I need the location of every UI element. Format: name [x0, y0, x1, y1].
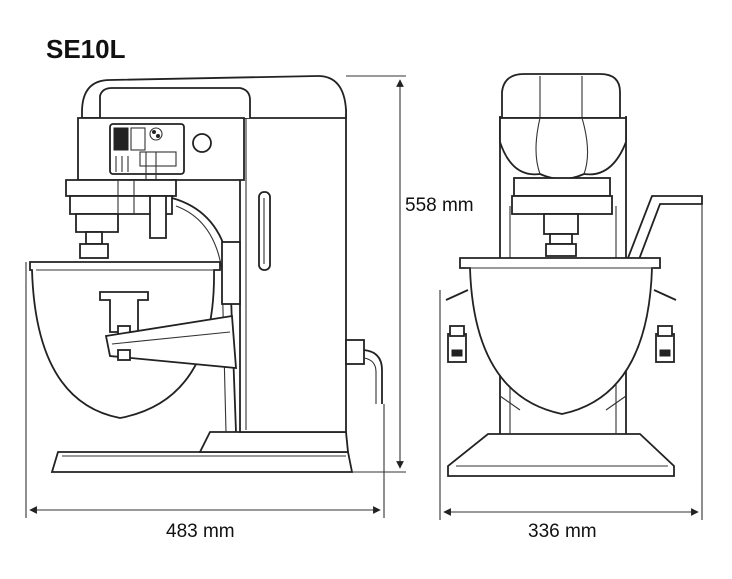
side-column	[239, 109, 347, 433]
model-title: SE10L	[46, 34, 126, 64]
front-bowl	[459, 257, 661, 415]
front-view	[445, 73, 703, 477]
height-label: 558 mm	[405, 195, 474, 216]
width-label: 336 mm	[528, 521, 597, 542]
side-view	[29, 75, 383, 473]
front-head	[501, 73, 621, 119]
front-handle	[626, 195, 703, 264]
width-dimension: 336 mm	[439, 204, 703, 542]
side-socket	[345, 339, 365, 365]
depth-label: 483 mm	[166, 521, 235, 542]
height-dimension: 558 mm	[346, 75, 486, 473]
depth-dimension: 483 mm	[25, 262, 385, 542]
side-base	[50, 451, 354, 473]
front-base	[447, 433, 675, 477]
power-knob-icon	[192, 133, 212, 153]
